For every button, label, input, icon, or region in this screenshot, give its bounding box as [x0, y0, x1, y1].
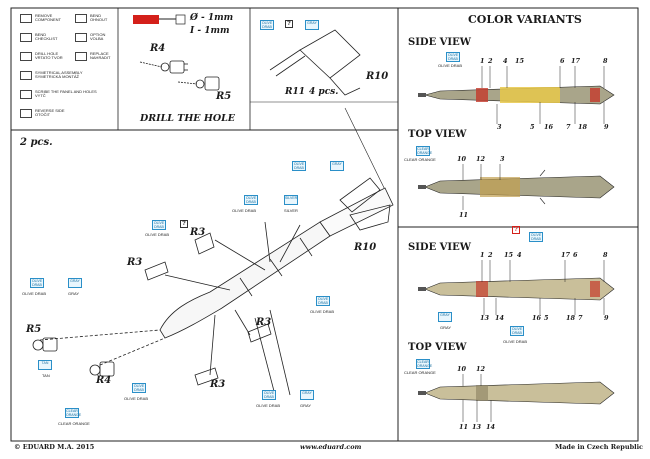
bend2-icon — [75, 14, 87, 23]
r11-quantity: 4 pcs. — [309, 87, 339, 97]
r5-label: R5 — [26, 324, 42, 335]
legend-item-replace: REPLACE NAHRADIT — [90, 51, 111, 60]
callout-clear-orange: CLEAR ORANGE — [65, 408, 82, 418]
cv2-callout-olive-top: OLIVE DRAB — [529, 232, 543, 242]
callout-tan-text: TAN — [42, 373, 50, 378]
variant1-top-bomb — [418, 169, 615, 205]
cv1-callout-clear-orange-text: CLEAR ORANGE — [404, 157, 436, 162]
footer-made-in: Made in Czech Republic — [555, 443, 644, 451]
footer-copyright: © EDUARD M.A. 2015 — [14, 443, 95, 451]
callout-gray-top: GRAY — [330, 161, 344, 171]
variant2-top-bomb — [418, 381, 615, 405]
callout-gray-r5: GRAY — [68, 278, 82, 288]
legend-item-bend-checklist: BEND CHECKLIST — [35, 32, 58, 41]
callout-olive-left: OLIVE DRAB — [152, 220, 166, 230]
callout-olive-r4-text: OLIVE DRAB — [124, 396, 149, 401]
drill-r5-label: R5 — [216, 91, 232, 102]
legend-item-reverse: REVERSE SIDE OTOČIT — [35, 108, 65, 117]
drill-bit-swatch — [133, 15, 159, 24]
replace-icon — [75, 52, 87, 61]
drill-icon — [20, 52, 32, 61]
legend-item-remove: REMOVE COMPONENT — [35, 13, 61, 22]
bend-icon — [20, 33, 32, 42]
drill-r4-part — [139, 60, 188, 74]
callout-olive-r5: OLIVE DRAB — [30, 278, 44, 288]
side-view-title-1: SIDE VIEW — [408, 37, 471, 48]
drill-depth: I - 1mm — [190, 26, 230, 36]
r4-label: R4 — [96, 375, 112, 386]
main-quantity: 2 pcs. — [20, 137, 53, 148]
drill-diameter: Ø - 1mm — [190, 13, 234, 23]
remove-icon — [20, 14, 32, 23]
cv1-callout-olive-text: OLIVE DRAB — [438, 63, 463, 68]
cv2-callout-clear-orange: CLEAR ORANGE — [416, 359, 433, 369]
main-option-mark: ? — [180, 220, 188, 228]
r3-label-right: R3 — [256, 317, 272, 328]
variant1-side-bomb — [418, 85, 615, 105]
callout-olive-bottom: OLIVE DRAB — [316, 296, 330, 306]
color-variants-title: COLOR VARIANTS — [468, 13, 582, 26]
cv2-callout-olive: OLIVE DRAB — [510, 326, 524, 336]
callout-gray-r5-text: GRAY — [68, 291, 80, 296]
r11-callout-gray: GRAY — [305, 20, 319, 30]
drill-r5-part — [177, 76, 220, 91]
drill-r4-label: R4 — [150, 43, 166, 54]
callout-gray-r3: GRAY — [300, 390, 314, 400]
callout-gray-r3-text: GRAY — [300, 403, 312, 408]
cv2-callout-clear-orange-text: CLEAR ORANGE — [404, 370, 436, 375]
legend-item-option: OPTION VOLBA — [90, 32, 106, 41]
cv2-callout-gray: GRAY — [438, 312, 452, 322]
legend-item-bend: BEND OHNOUT — [90, 13, 108, 22]
callout-olive-left-text: OLIVE DRAB — [145, 232, 170, 237]
option-icon — [75, 33, 87, 42]
r3-label-left: R3 — [127, 257, 143, 268]
legend-item-symmetric: SYMETRICAL ASSEMBLY SYMETRICKÁ MONTÁŽ — [35, 70, 83, 79]
callout-olive-r5-text: OLIVE DRAB — [22, 291, 47, 296]
callout-olive-r4: OLIVE DRAB — [132, 383, 146, 393]
callout-olive-r3: OLIVE DRAB — [262, 390, 276, 400]
reverse-icon — [20, 109, 32, 118]
callout-tan: TAN — [38, 360, 52, 370]
legend-item-scribe: SCRIBE THE PANEL AND HOLES VYTČ — [35, 89, 97, 98]
r10-label: R10 — [354, 242, 377, 253]
cv1-callout-olive: OLIVE DRAB — [446, 52, 460, 62]
cv2-option-mark: ? — [512, 226, 520, 234]
r11-callout-olive: OLIVE DRAB — [260, 20, 274, 30]
scribe-icon — [20, 90, 32, 99]
r11-panel-r10-label: R10 — [366, 71, 389, 82]
callout-olive-mid: OLIVE DRAB — [244, 195, 258, 205]
r3-label-top: R3 — [190, 227, 206, 238]
callout-silver-text: SILVER — [284, 208, 298, 213]
cv2-callout-gray-text: GRAY — [440, 325, 452, 330]
r11-label: R11 — [285, 87, 306, 97]
callout-olive-bottom-text: OLIVE DRAB — [310, 309, 335, 314]
callout-silver: SILVER — [284, 195, 298, 205]
main-bomb-assembly — [32, 177, 394, 396]
cv2-callout-olive-text: OLIVE DRAB — [503, 339, 528, 344]
top-view-title-2: TOP VIEW — [408, 342, 467, 353]
callout-olive-mid-text: OLIVE DRAB — [232, 208, 257, 213]
footer-url: www.eduard.com — [300, 443, 362, 451]
legend-item-drill: DRILL HOLE VRTATO TVOR — [35, 51, 63, 60]
r11-option-mark: ? — [285, 20, 293, 28]
r11-fin-part — [269, 29, 361, 96]
callout-clear-orange-text: CLEAR ORANGE — [58, 421, 90, 426]
variant2-side-bomb — [418, 277, 615, 301]
callout-olive-r3-text: OLIVE DRAB — [256, 403, 281, 408]
top-view-title-1: TOP VIEW — [408, 129, 467, 140]
r3-label-bottom: R3 — [210, 379, 226, 390]
symmetric-icon — [20, 71, 32, 80]
side-view-title-2: SIDE VIEW — [408, 242, 471, 253]
cv1-callout-clear-orange: CLEAR ORANGE — [416, 146, 433, 156]
drill-title: DRILL THE HOLE — [140, 113, 236, 124]
sheet-border — [10, 7, 639, 442]
callout-olive-top: OLIVE DRAB — [292, 161, 306, 171]
